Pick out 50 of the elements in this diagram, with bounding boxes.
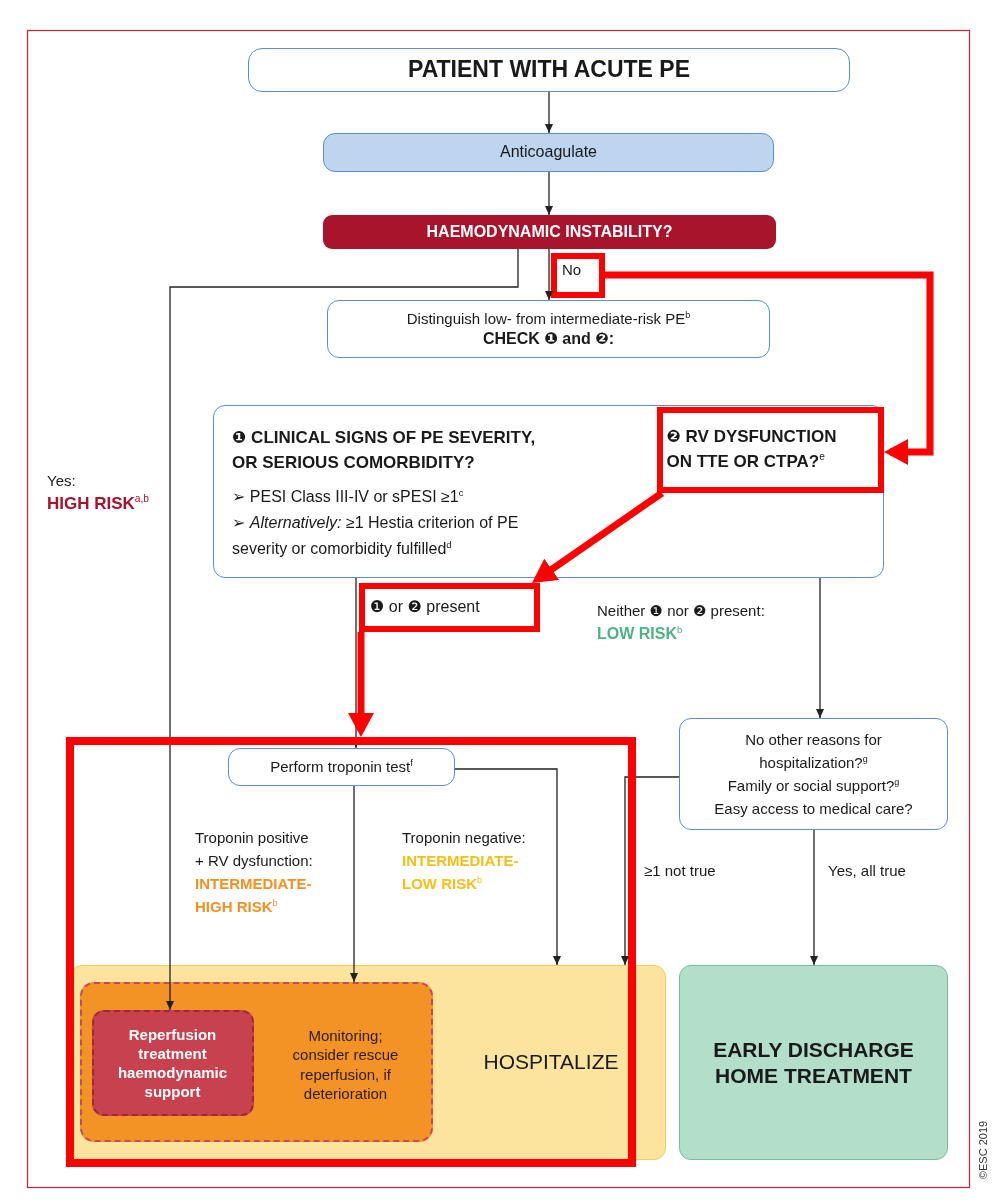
box-text: CHECK ❶ and ❷: xyxy=(482,329,615,349)
outcome-title: HOSPITALIZE xyxy=(482,1049,620,1074)
arrow xyxy=(352,577,360,749)
decision-box xyxy=(323,215,776,249)
branch-label: No xyxy=(562,260,582,280)
treatment-box xyxy=(79,981,433,1142)
start-box xyxy=(248,48,850,92)
arrow xyxy=(166,248,519,1011)
process-box xyxy=(228,748,455,786)
box-text: Monitoring; consider rescue reperfusion, if deterioration xyxy=(291,1025,400,1104)
box-title: PATIENT WITH ACUTE PE xyxy=(408,55,690,85)
edge-label: Troponin positive + RV dysfunction: INTERMEDIATE-HIGH RISK$^{b}$ xyxy=(195,828,314,917)
arrow xyxy=(545,91,553,134)
criteria-box xyxy=(213,405,884,578)
arrow xyxy=(532,490,664,583)
edge-label: ≥1 not true xyxy=(644,861,716,881)
arrow xyxy=(545,248,553,301)
criterion-title: ❷ RV DYSFUNCTION ON TTE OR CTPA?$^{e}$ xyxy=(666,425,838,473)
edge-label: Yes: HIGH RISK$^{a,b}$ xyxy=(47,471,150,515)
treatment-box xyxy=(91,1009,254,1116)
criterion-text: ❶ CLINICAL SIGNS OF PE SEVERITY, OR SERIOUS COMORBIDITY? xyxy=(232,427,537,474)
process-box xyxy=(327,300,770,358)
highlight-box xyxy=(656,406,884,493)
edge-label: Neither ❶ nor ❷ present: LOW RISK$^{b}$ xyxy=(597,601,766,644)
edge-label: Troponin negative: INTERMEDIATE-LOW RISK$^{b}$ xyxy=(402,828,527,894)
arrow xyxy=(545,171,553,216)
box-title: HAEMODYNAMIC INSTABILITY? xyxy=(426,221,673,242)
copyright-note: ©ESC 2019 xyxy=(977,1120,989,1180)
highlight-box xyxy=(359,583,540,632)
question-text: No other reasons for hospitalization?$^{g}$ xyxy=(744,730,883,773)
highlight-box xyxy=(66,737,636,1167)
arrow xyxy=(810,829,818,966)
box-text: Distinguish low- from intermediate-risk PE$^{b}$ xyxy=(406,309,691,329)
question-box xyxy=(679,718,948,830)
process-box xyxy=(323,133,774,172)
arrow xyxy=(454,768,561,966)
box-text: Anticoagulate xyxy=(500,142,597,163)
box-text: Perform troponin test$^{f}$ xyxy=(270,757,413,777)
arrow xyxy=(350,785,358,983)
question-text: Family or social support?$^{g}$ xyxy=(726,776,901,796)
branch-label: ❶ or ❷ present xyxy=(370,597,480,618)
box-text: Reperfusion treatment haemodynamic support xyxy=(116,1024,229,1101)
question-text: Easy access to medical care? xyxy=(713,799,914,819)
outcome-title: EARLY DISCHARGE HOME TREATMENT xyxy=(712,1036,915,1089)
arrow xyxy=(621,776,680,966)
outcome-box xyxy=(679,965,948,1160)
edge-label: Yes, all true xyxy=(828,861,906,881)
arrow xyxy=(816,577,824,719)
criterion-text: ➢ PESI Class III-IV or sPESI ≥1$^{c}$ xyxy=(232,485,465,507)
criterion-text: ➢ Alternatively: ≥1 Hestia criterion of PE severity or comorbidity fulfilled$^{d}$ xyxy=(232,513,520,559)
